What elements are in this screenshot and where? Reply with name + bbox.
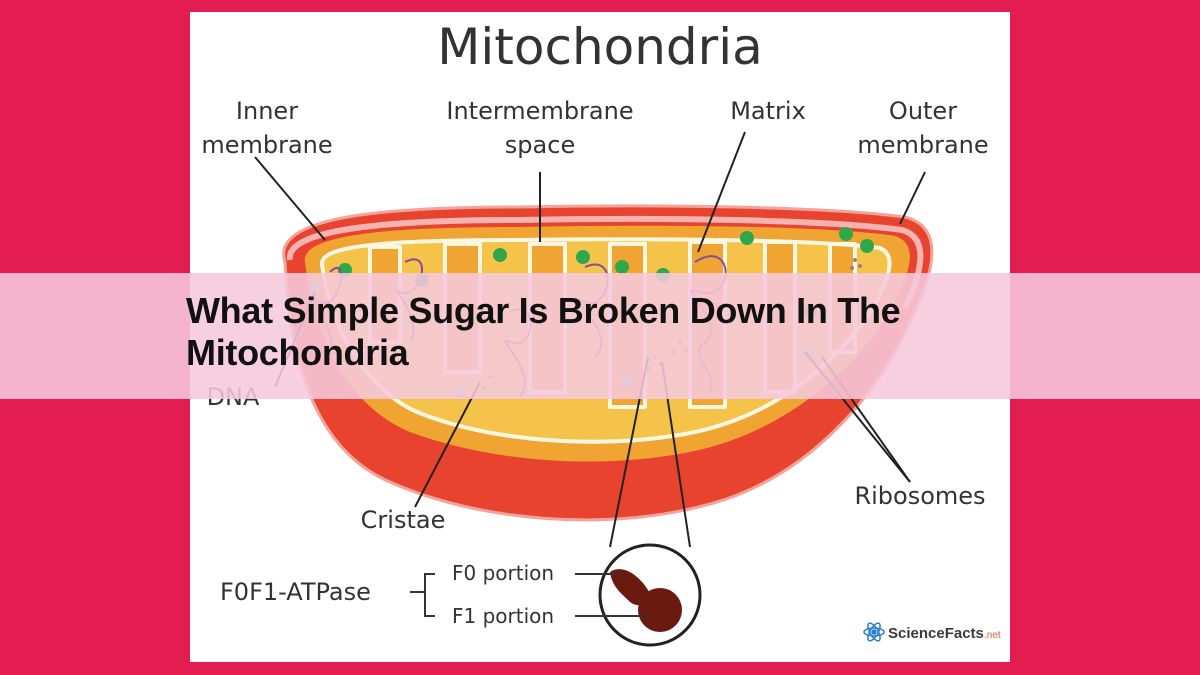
atpase-bracket	[410, 573, 650, 617]
atpase-f0-shape	[610, 569, 650, 606]
atom-icon	[863, 622, 885, 642]
sciencefacts-logo: ScienceFacts .net	[863, 622, 1001, 642]
label-ribosomes: Ribosomes	[854, 482, 985, 510]
label-inner-membrane-line2: membrane	[201, 131, 332, 159]
label-inner-membrane-line1: Inner	[236, 97, 298, 125]
outer-membrane-rim	[286, 215, 924, 310]
label-atpase: F0F1-ATPase	[220, 578, 371, 606]
page-headline: What Simple Sugar Is Broken Down In The …	[186, 290, 901, 373]
credit-suffix: .net	[984, 630, 1001, 641]
atpase-f1-shape	[638, 588, 682, 632]
title-banner	[0, 273, 1200, 399]
label-intermembrane-line2: space	[505, 131, 575, 159]
label-outer-membrane-line1: Outer	[889, 97, 957, 125]
diagram-title: Mitochondria	[437, 18, 763, 76]
label-cristae: Cristae	[361, 506, 446, 534]
label-f0-portion: F0 portion	[452, 561, 554, 585]
label-matrix: Matrix	[730, 97, 806, 125]
label-outer-membrane-line2: membrane	[857, 131, 988, 159]
label-f1-portion: F1 portion	[452, 604, 554, 628]
label-intermembrane-line1: Intermembrane	[446, 97, 633, 125]
credit-brand: ScienceFacts	[888, 625, 984, 642]
